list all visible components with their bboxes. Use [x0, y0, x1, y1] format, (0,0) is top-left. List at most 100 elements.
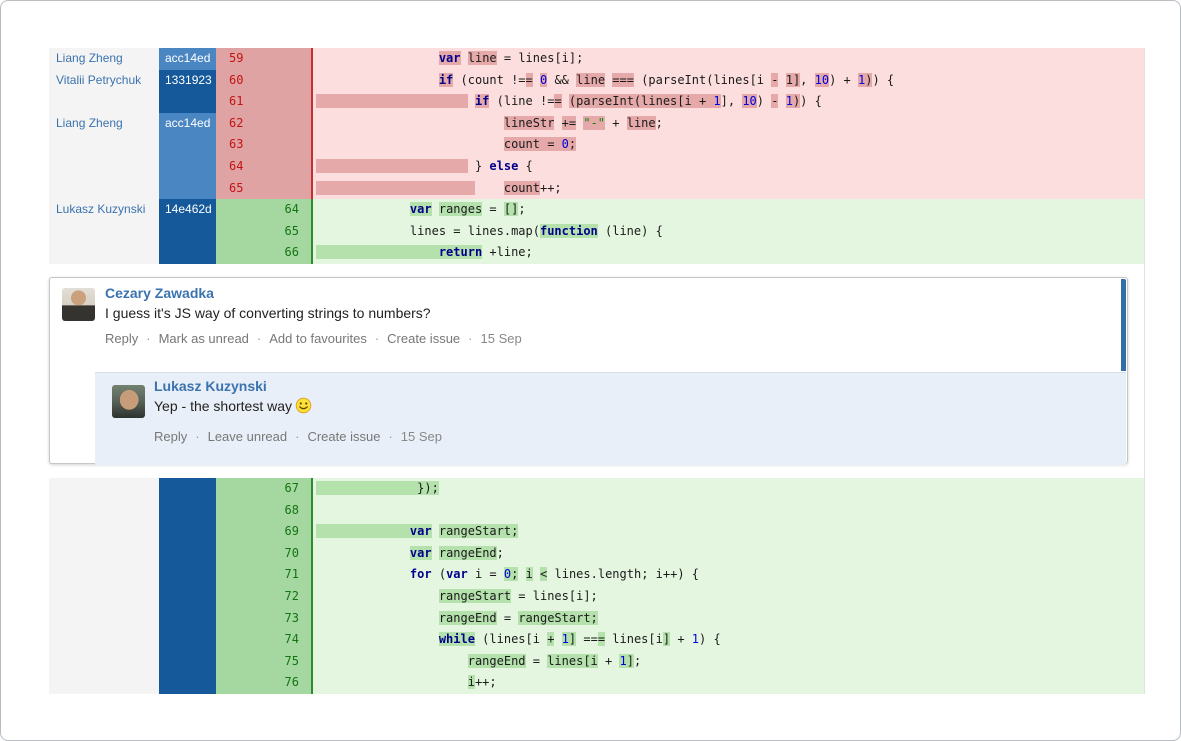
comment-body-text: Yep - the shortest way — [154, 398, 293, 414]
line-number-cell[interactable]: 70 — [216, 542, 311, 565]
smiley-emoji-icon — [295, 397, 312, 414]
line-number-cell[interactable]: 61 — [216, 91, 311, 113]
blame-author-link[interactable]: Lukasz Kuzynski — [56, 202, 146, 217]
commit-hash-cell[interactable] — [159, 134, 216, 156]
code-line[interactable]: if (count !== 0 && line === (parseInt(li… — [311, 69, 1144, 92]
code-line[interactable]: while (lines[i + 1] === lines[i] + 1) { — [311, 629, 1144, 651]
code-line[interactable]: lineStr += "-" + line; — [311, 112, 1144, 135]
commit-hash-cell[interactable] — [159, 478, 216, 500]
comment-reply: Lukasz Kuzynski Yep - the shortest way R… — [95, 372, 1126, 465]
code-line[interactable]: var ranges = []; — [311, 199, 1144, 221]
action-add-to-favourites[interactable]: Add to favourites — [269, 331, 367, 346]
blame-author-cell — [49, 521, 159, 543]
comment-author-link[interactable]: Lukasz Kuzynski — [154, 378, 267, 394]
code-line[interactable]: var line = lines[i]; — [311, 48, 1144, 70]
line-number-cell[interactable]: 71 — [216, 564, 311, 586]
code-line[interactable]: for (var i = 0; i < lines.length; i++) { — [311, 564, 1144, 586]
code-line[interactable]: }); — [311, 478, 1144, 500]
blame-author-cell — [49, 585, 159, 608]
commit-hash-cell[interactable] — [159, 220, 216, 243]
code-line[interactable]: var rangeEnd; — [311, 542, 1144, 565]
line-number-cell[interactable]: 72 — [216, 585, 311, 608]
diff-row: 72 rangeStart = lines[i]; — [49, 585, 1144, 608]
action-reply[interactable]: Reply — [154, 429, 188, 444]
line-number-cell[interactable]: 75 — [216, 650, 311, 673]
diff-row: 67 }); — [49, 478, 1144, 500]
commit-hash-cell[interactable] — [159, 155, 216, 178]
blame-author-cell — [49, 91, 159, 113]
code-line[interactable]: if (line !== (parseInt(lines[i + 1], 10)… — [311, 91, 1144, 113]
comment-date: 15 Sep — [480, 331, 522, 346]
line-number-cell[interactable]: 64 — [216, 199, 311, 221]
code-line[interactable]: count++; — [311, 177, 1144, 200]
line-number-cell[interactable]: 63 — [216, 134, 311, 156]
comment-body: Yep - the shortest way — [154, 397, 312, 414]
line-number-cell[interactable]: 59 — [216, 48, 311, 70]
line-number-cell[interactable]: 67 — [216, 478, 311, 500]
commit-hash-cell[interactable]: 14e462d — [159, 199, 216, 221]
commit-hash-cell[interactable] — [159, 672, 216, 694]
dot-separator: · — [195, 429, 200, 444]
blame-author-link[interactable]: Liang Zheng — [56, 51, 123, 65]
action-create-issue[interactable]: Create issue — [387, 331, 461, 346]
code-line[interactable]: rangeEnd = rangeStart; — [311, 607, 1144, 630]
blame-author-cell — [49, 220, 159, 243]
comment-body: I guess it's JS way of converting string… — [105, 305, 431, 321]
code-line[interactable]: var rangeStart; — [311, 521, 1144, 543]
commit-hash-cell[interactable] — [159, 542, 216, 565]
blame-author-cell — [49, 564, 159, 586]
action-reply[interactable]: Reply — [105, 331, 139, 346]
commit-hash-cell[interactable] — [159, 650, 216, 673]
diff-row: 66 return +line; — [49, 242, 1144, 264]
code-line[interactable]: lines = lines.map(function (line) { — [311, 220, 1144, 243]
line-number-cell[interactable]: 66 — [216, 242, 311, 264]
code-line[interactable]: return +line; — [311, 242, 1144, 264]
code-line[interactable]: } else { — [311, 155, 1144, 178]
code-line[interactable]: count = 0; — [311, 134, 1144, 156]
line-number-cell[interactable]: 69 — [216, 521, 311, 543]
code-line[interactable] — [311, 499, 1144, 522]
line-number-cell[interactable]: 74 — [216, 629, 311, 651]
commit-hash-cell[interactable] — [159, 91, 216, 113]
line-number-cell[interactable]: 60 — [216, 69, 311, 92]
code-line[interactable]: rangeEnd = lines[i + 1]; — [311, 650, 1144, 673]
line-number-cell[interactable]: 64 — [216, 155, 311, 178]
commit-hash-cell[interactable] — [159, 629, 216, 651]
commit-hash-cell[interactable] — [159, 177, 216, 200]
action-create-issue[interactable]: Create issue — [307, 429, 381, 444]
action-mark-as-unread[interactable]: Mark as unread — [158, 331, 249, 346]
commit-hash-cell[interactable] — [159, 564, 216, 586]
comment-author-link[interactable]: Cezary Zawadka — [105, 285, 214, 301]
code-line[interactable]: i++; — [311, 672, 1144, 694]
diff-row: 74 while (lines[i + 1] === lines[i] + 1)… — [49, 629, 1144, 651]
line-number-cell[interactable]: 65 — [216, 220, 311, 243]
blame-author-link[interactable]: Vitalii Petrychuk — [56, 72, 142, 87]
dot-separator: · — [146, 331, 151, 346]
diff-row: 70 var rangeEnd; — [49, 542, 1144, 565]
diff-row: 75 rangeEnd = lines[i + 1]; — [49, 650, 1144, 673]
diff-row: 69 var rangeStart; — [49, 521, 1144, 543]
code-line[interactable]: rangeStart = lines[i]; — [311, 585, 1144, 608]
line-number-cell[interactable]: 62 — [216, 112, 311, 135]
commit-hash-cell[interactable] — [159, 585, 216, 608]
line-number-cell[interactable]: 65 — [216, 177, 311, 200]
commit-hash-cell[interactable]: 1331923 — [159, 69, 216, 92]
action-leave-unread[interactable]: Leave unread — [207, 429, 288, 444]
comment-actions: Reply·Mark as unread·Add to favourites·C… — [105, 331, 522, 346]
line-number-cell[interactable]: 76 — [216, 672, 311, 694]
commit-hash-cell[interactable] — [159, 499, 216, 522]
blame-author-link[interactable]: Liang Zheng — [56, 115, 123, 130]
blame-author-cell: Liang Zheng — [49, 112, 159, 135]
line-number-cell[interactable]: 68 — [216, 499, 311, 522]
commit-hash-cell[interactable] — [159, 607, 216, 630]
commit-hash-cell[interactable] — [159, 242, 216, 264]
line-number-cell[interactable]: 73 — [216, 607, 311, 630]
commit-hash-cell[interactable]: acc14ed — [159, 112, 216, 135]
avatar — [112, 385, 145, 418]
commit-hash-cell[interactable]: acc14ed — [159, 48, 216, 70]
commit-hash-cell[interactable] — [159, 521, 216, 543]
panel-edge-line — [1144, 48, 1145, 694]
